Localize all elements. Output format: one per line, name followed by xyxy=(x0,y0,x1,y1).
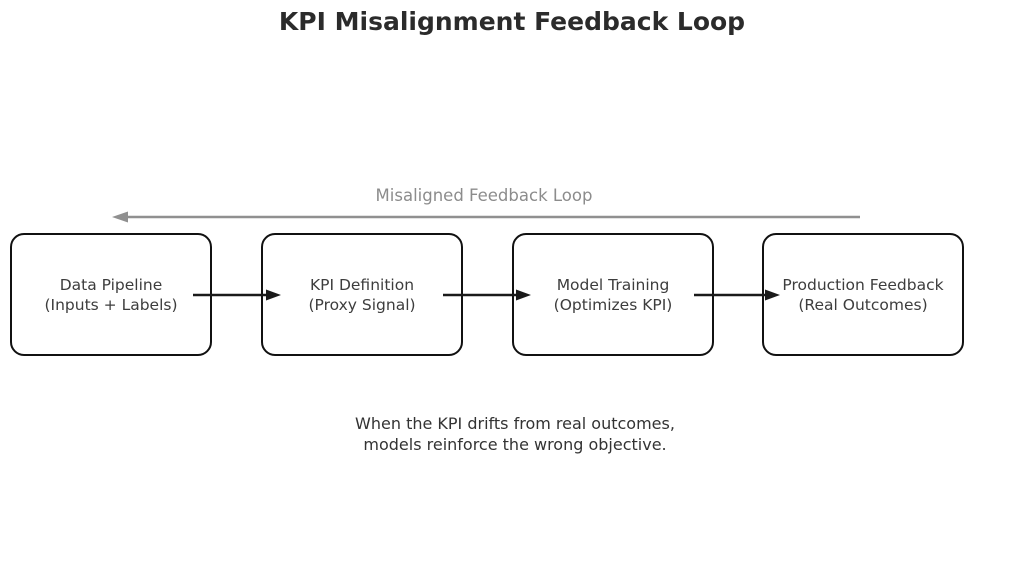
node-label: Model Training (Optimizes KPI) xyxy=(554,275,673,315)
node-label: Data Pipeline (Inputs + Labels) xyxy=(44,275,177,315)
node-subtitle: (Real Outcomes) xyxy=(798,295,928,314)
node-data-pipeline: Data Pipeline (Inputs + Labels) xyxy=(10,233,212,356)
node-model-training: Model Training (Optimizes KPI) xyxy=(512,233,714,356)
node-subtitle: (Inputs + Labels) xyxy=(44,295,178,314)
node-title: Production Feedback xyxy=(782,275,944,294)
node-production-feedback: Production Feedback (Real Outcomes) xyxy=(762,233,964,356)
caption-line-1: When the KPI drifts from real outcomes, xyxy=(355,414,675,433)
node-title: Data Pipeline xyxy=(59,275,163,294)
caption-line-2: models reinforce the wrong objective. xyxy=(363,435,667,454)
diagram-caption: When the KPI drifts from real outcomes, … xyxy=(3,413,1024,455)
node-subtitle: (Optimizes KPI) xyxy=(553,295,673,314)
feedback-loop-label: Misaligned Feedback Loop xyxy=(375,186,593,205)
node-kpi-definition: KPI Definition (Proxy Signal) xyxy=(261,233,463,356)
node-label: Production Feedback (Real Outcomes) xyxy=(782,275,943,315)
node-title: KPI Definition xyxy=(309,275,415,294)
page-title: KPI Misalignment Feedback Loop xyxy=(278,7,746,36)
node-subtitle: (Proxy Signal) xyxy=(308,295,416,314)
feedback-loop-arrow xyxy=(112,211,860,223)
node-label: KPI Definition (Proxy Signal) xyxy=(308,275,415,315)
node-title: Model Training xyxy=(556,275,670,294)
